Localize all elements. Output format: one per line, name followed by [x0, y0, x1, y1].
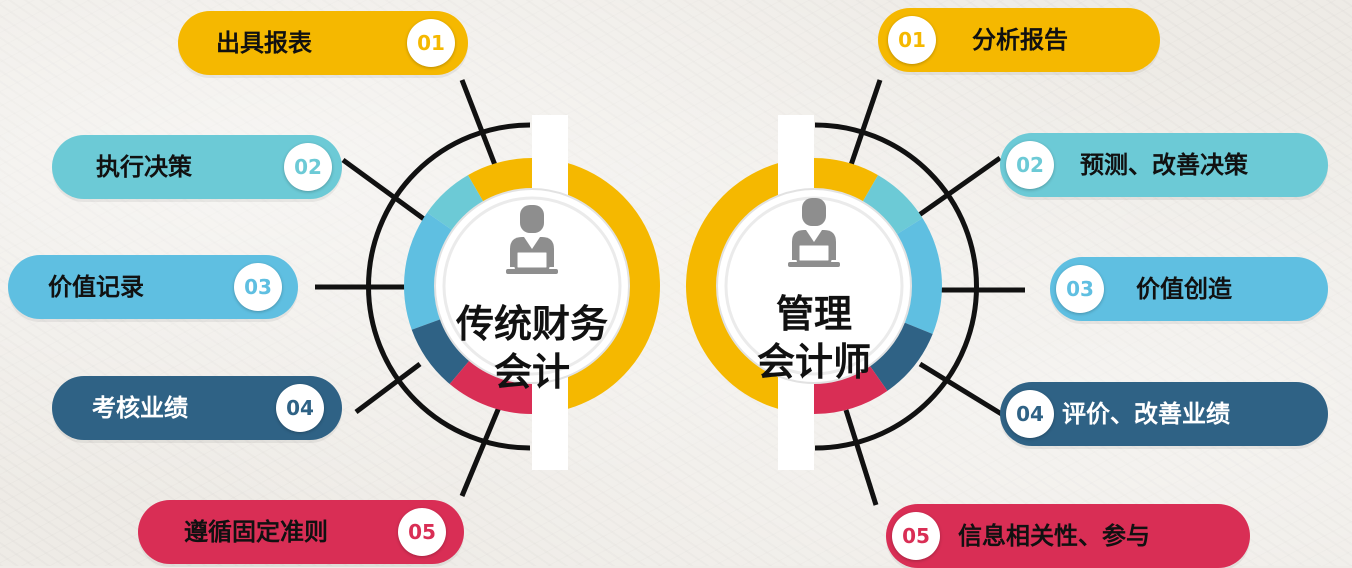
right-item-label: 价值创造: [1136, 275, 1232, 303]
ring-segment: [449, 360, 532, 414]
right-title-line1: 管理: [775, 292, 852, 336]
left-item-number: 04: [276, 384, 324, 432]
ring-segment: [862, 175, 923, 235]
ring-segment: [896, 218, 943, 334]
left-center-inner-ring: [442, 196, 622, 376]
right-segment-ring: [686, 157, 943, 414]
right-item-label: 评价、改善业绩: [1062, 400, 1230, 428]
right-item-number: 02: [1006, 141, 1054, 189]
left-item-label: 出具报表: [216, 29, 312, 57]
right-item-05: 05 信息相关性、参与: [886, 504, 1250, 568]
left-item-04: 考核业绩 04: [52, 376, 342, 440]
person-at-laptop-icon: [788, 198, 840, 267]
left-connector-05: [459, 399, 505, 497]
left-item-05: 遵循固定准则 05: [138, 500, 464, 564]
right-item-04: 04 评价、改善业绩: [1000, 382, 1328, 446]
right-item-03: 03 价值创造: [1050, 257, 1328, 321]
right-connector-lines: [814, 79, 1025, 506]
left-item-number: 01: [407, 19, 455, 67]
left-item-number: 03: [234, 263, 282, 311]
left-title-line2: 会计: [493, 350, 570, 394]
ring-segment: [468, 158, 660, 414]
left-item-label: 遵循固定准则: [184, 518, 328, 546]
right-item-label: 预测、改善决策: [1080, 151, 1248, 179]
right-title-line2: 会计师: [756, 340, 871, 384]
left-item-02: 执行决策 02: [52, 135, 342, 199]
left-item-label: 考核业绩: [92, 394, 188, 422]
left-item-number: 05: [398, 508, 446, 556]
ring-segment: [427, 175, 484, 231]
ring-segment: [869, 322, 933, 391]
left-connector-02: [341, 157, 430, 225]
left-title-line1: 传统财务: [455, 302, 608, 346]
left-connector-lines: [315, 79, 531, 497]
right-item-label: 分析报告: [972, 26, 1068, 54]
right-connector-05: [843, 409, 879, 506]
ring-segment: [814, 365, 888, 414]
right-center-title: 管理 会计师: [734, 290, 894, 386]
right-center-disc: [716, 188, 912, 384]
right-item-number: 03: [1056, 265, 1104, 313]
right-connector-01: [847, 79, 883, 169]
left-item-number: 02: [284, 143, 332, 191]
left-item-01: 出具报表 01: [178, 11, 468, 75]
ring-segment: [403, 212, 453, 330]
ring-segment: [686, 157, 878, 414]
right-item-number: 01: [888, 16, 936, 64]
right-connector-02: [910, 155, 1002, 223]
left-item-label: 价值记录: [48, 273, 144, 301]
left-center-title: 传统财务 会计: [452, 300, 612, 396]
ring-segment: [411, 319, 470, 385]
person-at-laptop-icon: [506, 205, 558, 274]
left-center-disc: [434, 188, 630, 384]
right-item-number: 05: [892, 512, 940, 560]
left-item-03: 价值记录 03: [8, 255, 298, 319]
right-connector-04: [918, 361, 1010, 421]
right-outer-arc: [814, 122, 979, 451]
right-item-label: 信息相关性、参与: [958, 522, 1150, 550]
left-connector-04: [354, 362, 422, 414]
right-item-02: 02 预测、改善决策: [1000, 133, 1328, 197]
left-connector-01: [459, 79, 503, 179]
left-item-label: 执行决策: [96, 153, 192, 181]
right-item-01: 01 分析报告: [878, 8, 1160, 72]
right-item-number: 04: [1006, 390, 1054, 438]
left-segment-ring: [403, 158, 660, 414]
